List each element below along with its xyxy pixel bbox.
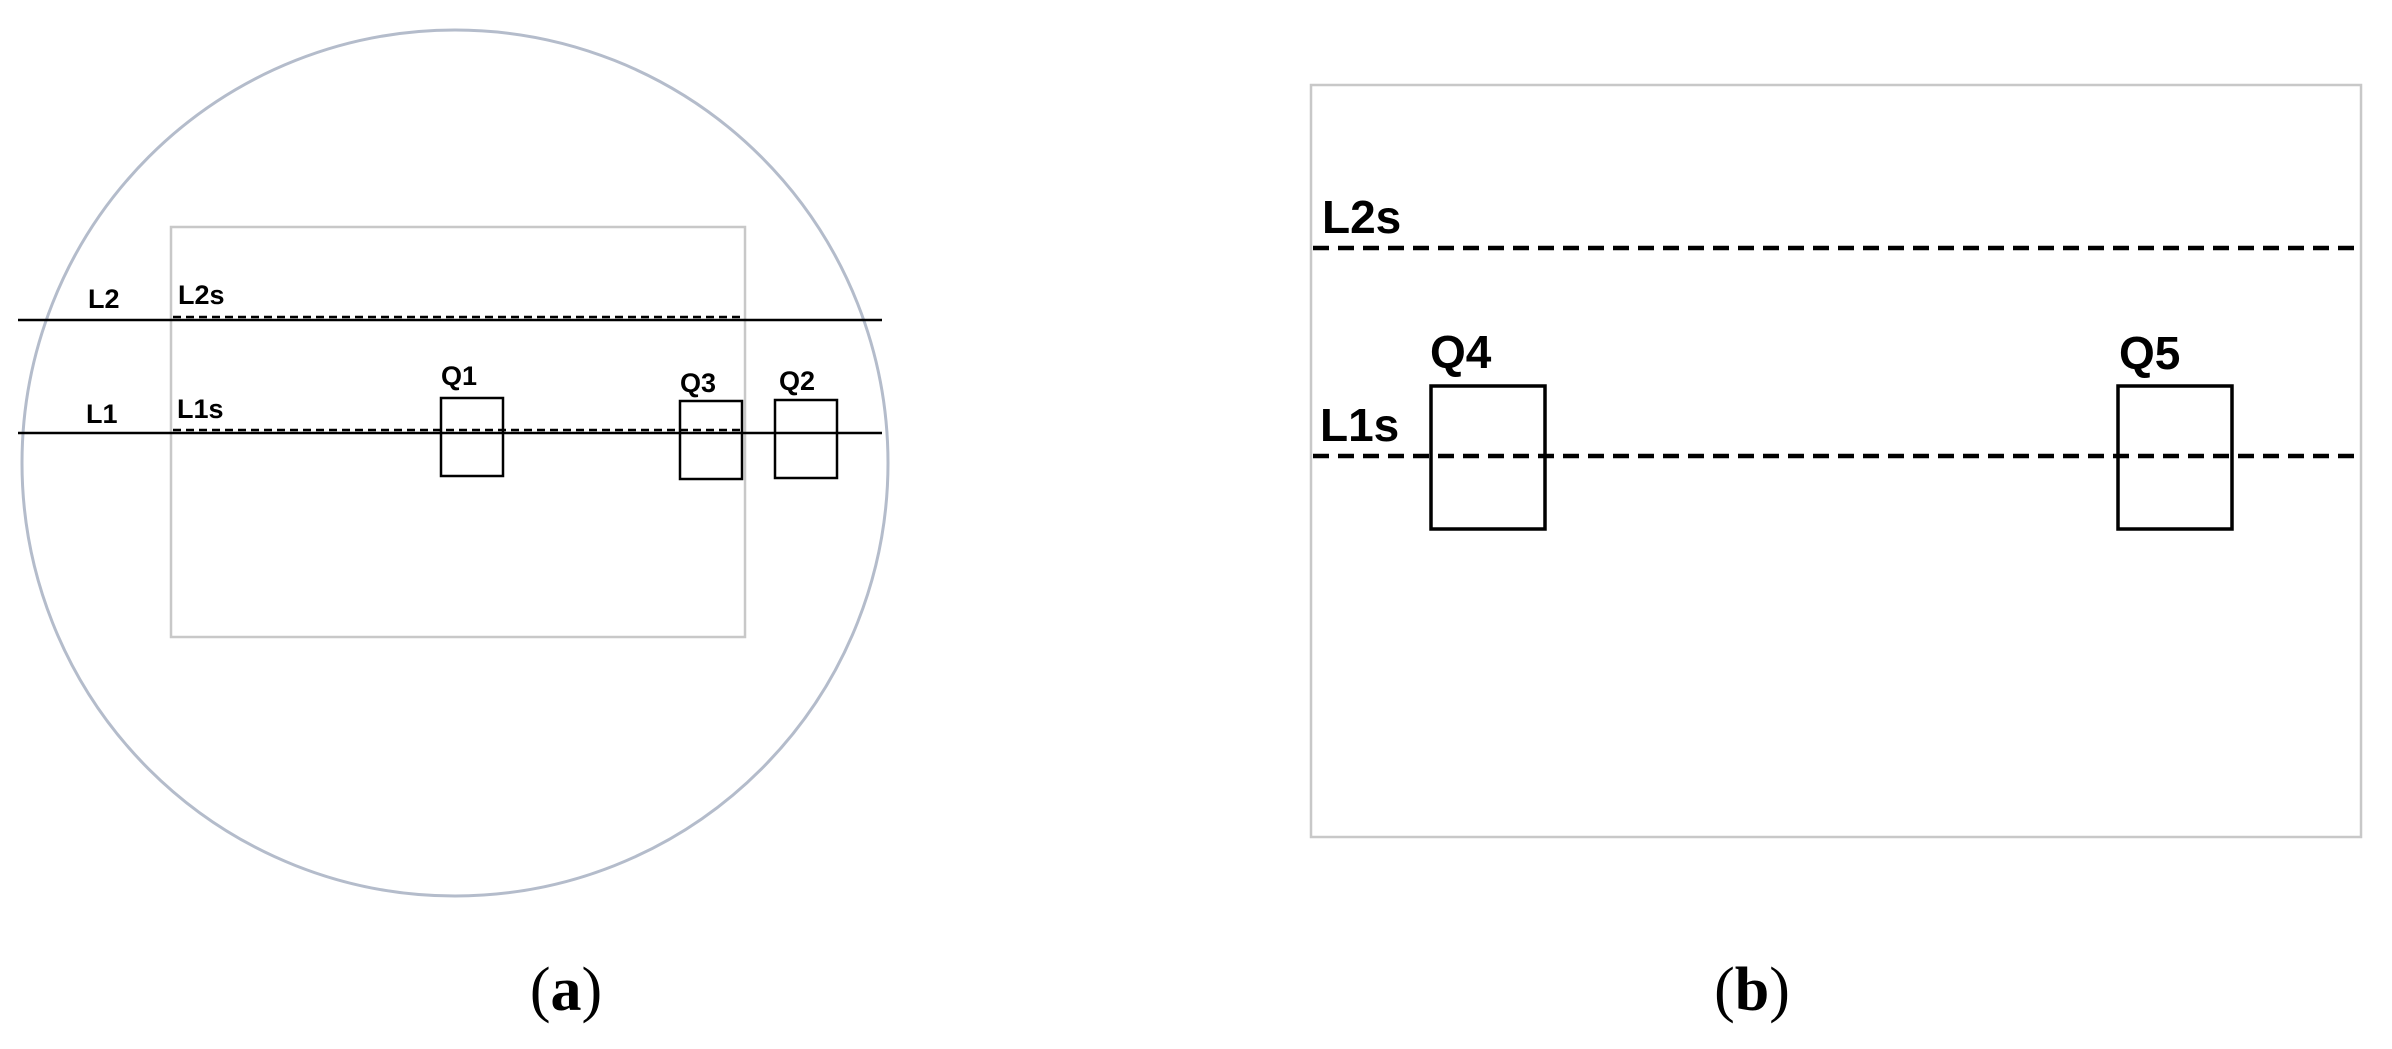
caption-b: (b) xyxy=(1714,956,1790,1024)
label-l2s-b: L2s xyxy=(1322,191,1401,243)
label-l2s: L2s xyxy=(178,280,225,310)
box-q4 xyxy=(1429,384,1547,531)
box-q3 xyxy=(678,399,744,481)
caption-a-letter: a xyxy=(551,956,582,1024)
box-q5 xyxy=(2116,384,2234,531)
label-l2: L2 xyxy=(88,284,120,314)
caption-b-open: ( xyxy=(1714,956,1735,1024)
label-l1s: L1s xyxy=(177,394,224,424)
panel-b: L2s L1s Q4 Q5 (b) xyxy=(1309,83,2363,1024)
panel-a: L2 L1 L2s L1s Q1 Q3 Q2 (a) xyxy=(18,28,890,1024)
box-q2 xyxy=(773,398,839,480)
caption-a-close: ) xyxy=(582,956,603,1024)
field-of-view-circle xyxy=(20,28,890,898)
label-q5: Q5 xyxy=(2119,327,2180,379)
label-l1s-b: L1s xyxy=(1320,399,1399,451)
label-q3: Q3 xyxy=(680,368,716,398)
sensor-frame-b xyxy=(1309,83,2363,839)
label-q1: Q1 xyxy=(441,361,477,391)
box-q1 xyxy=(439,396,505,478)
caption-a-open: ( xyxy=(530,956,551,1024)
caption-a: (a) xyxy=(530,956,602,1024)
caption-b-letter: b xyxy=(1735,956,1769,1024)
label-l1: L1 xyxy=(86,399,118,429)
label-q4: Q4 xyxy=(1430,326,1492,378)
label-q2: Q2 xyxy=(779,366,815,396)
caption-b-close: ) xyxy=(1769,956,1790,1024)
